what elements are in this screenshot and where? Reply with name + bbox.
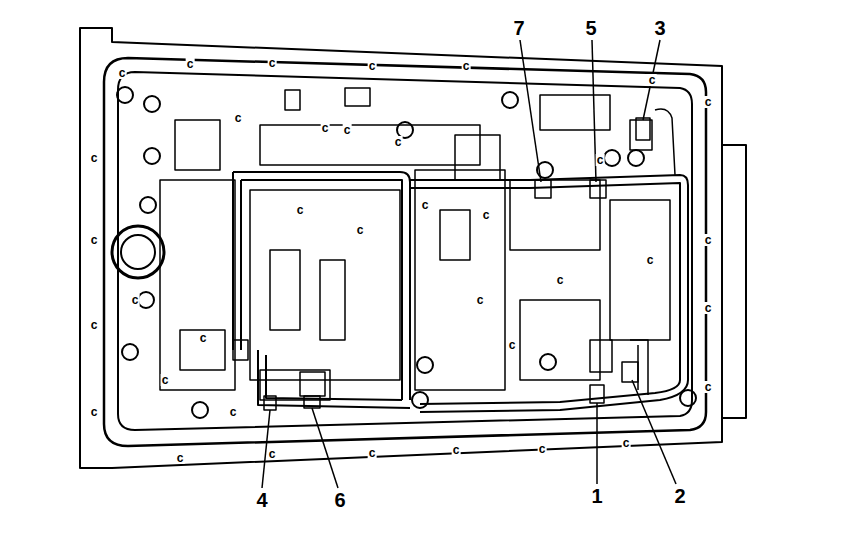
bolt-marker: c bbox=[368, 60, 377, 72]
bolt-marker: c bbox=[234, 112, 243, 124]
gasket-inner bbox=[118, 72, 692, 430]
bolt-marker: c bbox=[268, 448, 277, 460]
bolt-marker: c bbox=[268, 57, 277, 69]
bolt-marker: c bbox=[199, 332, 208, 344]
bolt-marker: c bbox=[421, 199, 430, 211]
bolt-marker: c bbox=[704, 234, 713, 246]
filter-seal bbox=[112, 226, 164, 278]
leader-lines bbox=[262, 40, 676, 488]
bolt-marker: c bbox=[462, 60, 471, 72]
wiring-harness bbox=[233, 109, 688, 412]
callout-number: 1 bbox=[590, 486, 603, 506]
bolt-marker: c bbox=[296, 204, 305, 216]
bolt-marker: c bbox=[556, 274, 565, 286]
callout-number: 4 bbox=[255, 490, 268, 510]
pan-rail bbox=[104, 58, 706, 446]
bolts bbox=[117, 87, 696, 418]
case-outline bbox=[80, 28, 722, 468]
valve-body-shapes bbox=[160, 88, 670, 400]
bolt-marker: c bbox=[90, 234, 99, 246]
bolt-marker: c bbox=[394, 136, 403, 148]
callout-number: 6 bbox=[333, 490, 346, 510]
callout-number: 7 bbox=[512, 18, 525, 38]
bolt-marker: c bbox=[356, 224, 365, 236]
bolt-marker: c bbox=[186, 58, 195, 70]
bolt-marker: c bbox=[118, 67, 127, 79]
bolt-marker: c bbox=[704, 302, 713, 314]
bolt-marker: c bbox=[704, 381, 713, 393]
bolt-marker: c bbox=[176, 452, 185, 464]
bolt-marker: c bbox=[368, 447, 377, 459]
bolt-marker: c bbox=[476, 294, 485, 306]
bolt-marker: c bbox=[596, 154, 605, 166]
bolt-marker: c bbox=[622, 437, 631, 449]
bolt-marker: c bbox=[704, 96, 713, 108]
callout-number: 2 bbox=[673, 486, 686, 506]
callout-number: 5 bbox=[584, 18, 597, 38]
callout-number: 3 bbox=[653, 18, 666, 38]
case-flange bbox=[722, 145, 746, 418]
bolt-marker: c bbox=[482, 209, 491, 221]
bolt-marker: c bbox=[90, 152, 99, 164]
bolt-marker: c bbox=[161, 374, 170, 386]
filter-seal-inner bbox=[121, 235, 155, 269]
bolt-marker: c bbox=[648, 74, 657, 86]
bolt-marker: c bbox=[646, 254, 655, 266]
bolt-marker: c bbox=[508, 339, 517, 351]
connectors bbox=[264, 118, 650, 410]
bolt-marker: c bbox=[229, 406, 238, 418]
bolt-marker: c bbox=[131, 294, 140, 306]
bolt-marker: c bbox=[452, 444, 461, 456]
bolt-marker: c bbox=[90, 406, 99, 418]
bolt-marker: c bbox=[321, 122, 330, 134]
bolt-marker: c bbox=[343, 124, 352, 136]
bolt-marker: c bbox=[538, 443, 547, 455]
bolt-marker: c bbox=[90, 319, 99, 331]
